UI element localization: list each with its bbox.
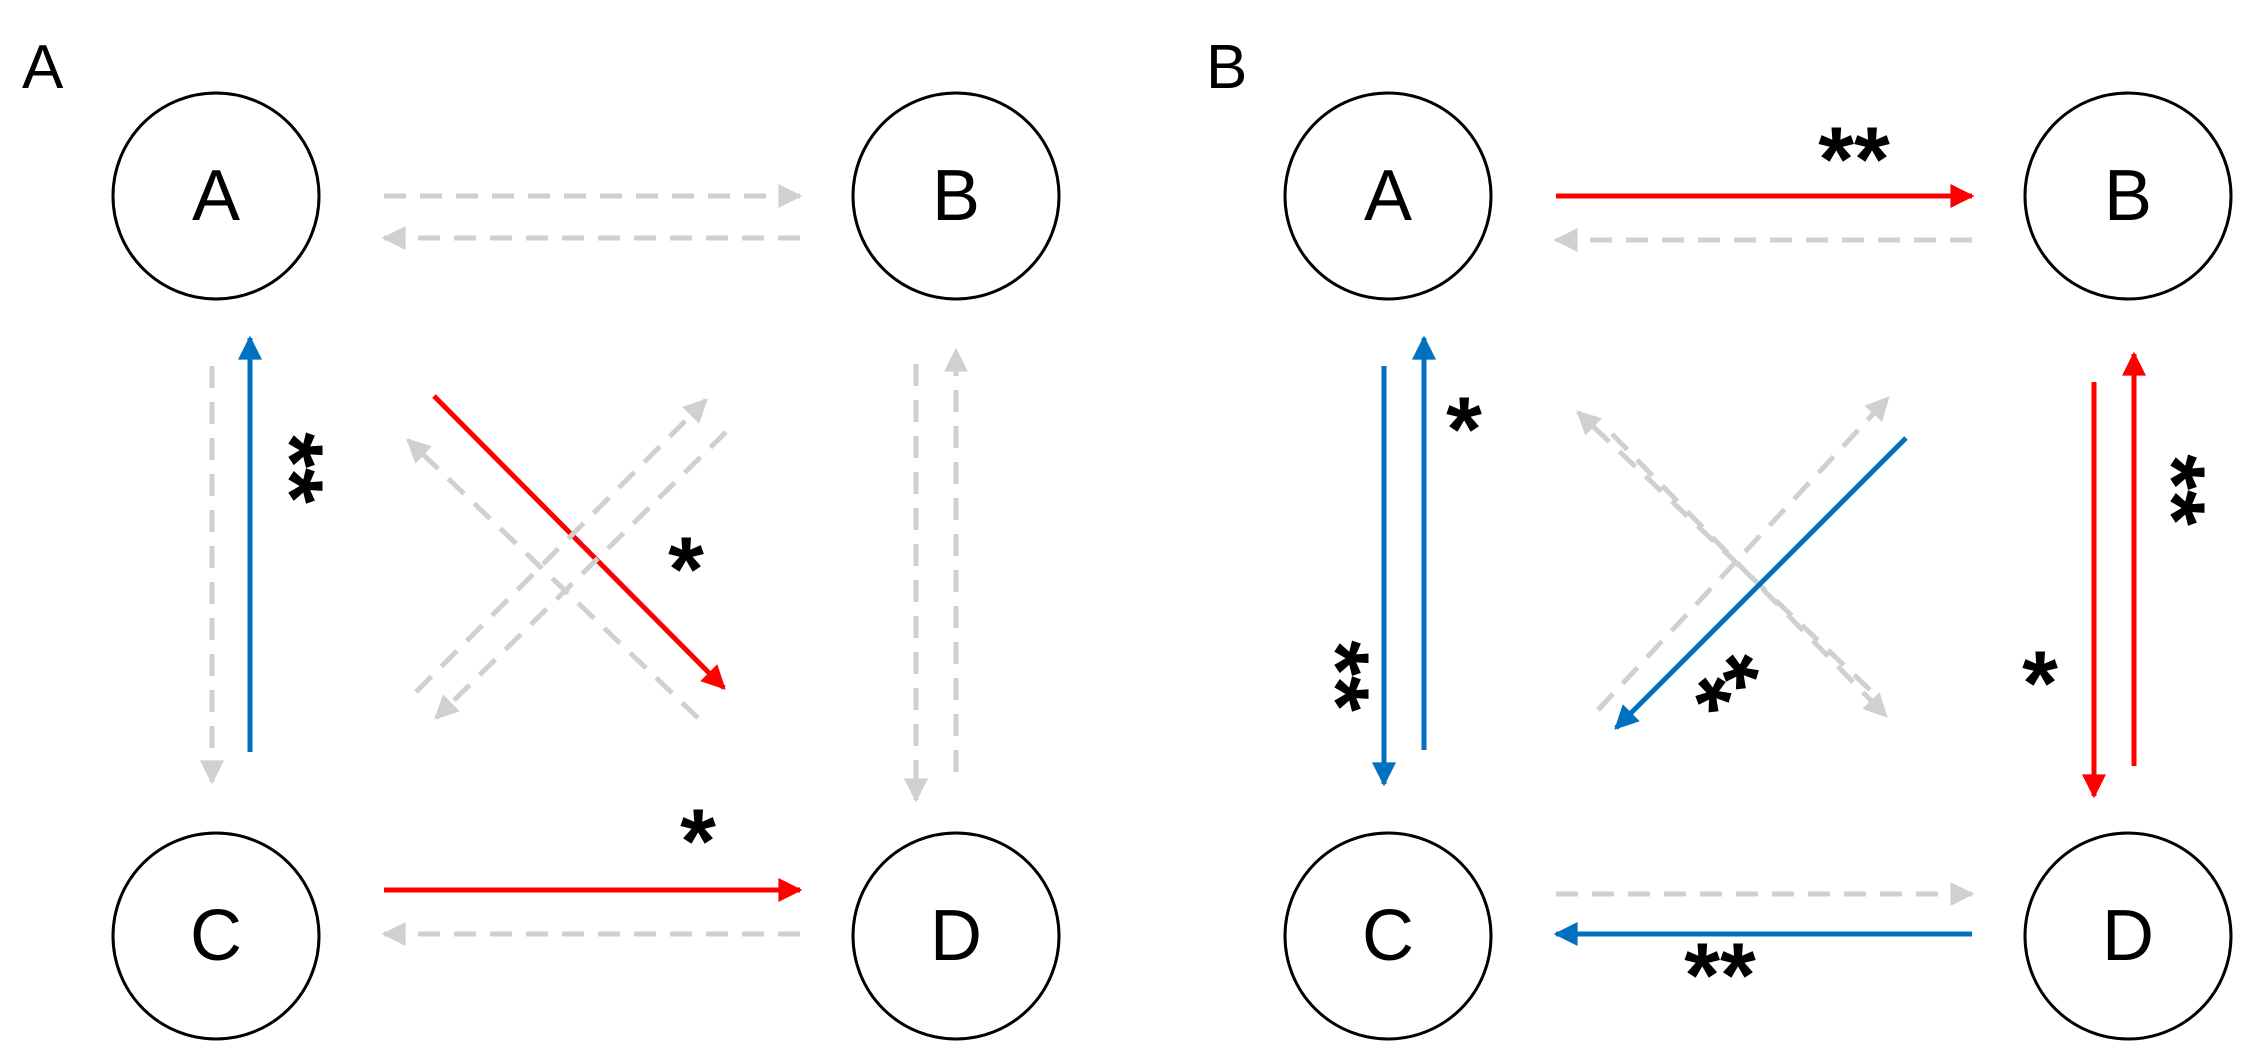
- edge-b-to-c: [434, 430, 728, 720]
- significance-label: **: [1818, 109, 1890, 211]
- node-b: B: [2023, 91, 2233, 301]
- panel-label: A: [22, 33, 64, 102]
- node-d: D: [851, 831, 1061, 1041]
- edge-a-to-d: [432, 394, 726, 690]
- significance-label: **: [239, 432, 341, 504]
- significance-label: **: [2121, 454, 2223, 526]
- node-label: C: [1362, 896, 1414, 976]
- panel-b-edges: ************: [1285, 109, 2223, 1027]
- panel-a: A **** A B C D: [22, 33, 1061, 1041]
- edge-d-to-a: [1576, 410, 1872, 692]
- significance-label: **: [1285, 640, 1387, 712]
- significance-label: **: [1684, 925, 1756, 1027]
- edge-b-to-c: [1614, 436, 1908, 730]
- node-label: D: [2102, 896, 2154, 976]
- significance-label: *: [668, 519, 704, 621]
- node-b: B: [851, 91, 1061, 301]
- node-c: C: [111, 831, 321, 1041]
- edge-a-to-d: [1610, 432, 1888, 718]
- panel-label: B: [1206, 33, 1247, 102]
- significance-label: *: [680, 791, 716, 893]
- edge-d-to-a: [406, 438, 700, 720]
- edge-c-to-b: [414, 398, 708, 694]
- node-label: A: [1364, 156, 1412, 236]
- panel-b: B ************ A B C D: [1206, 33, 2233, 1041]
- node-label: B: [932, 156, 980, 236]
- node-label: B: [2104, 156, 2152, 236]
- panel-a-edges: ****: [200, 184, 968, 946]
- node-c: C: [1283, 831, 1493, 1041]
- node-d: D: [2023, 831, 2233, 1041]
- node-label: A: [192, 156, 240, 236]
- significance-label: *: [2022, 633, 2058, 735]
- node-label: C: [190, 896, 242, 976]
- node-a: A: [111, 91, 321, 301]
- node-label: D: [930, 896, 982, 976]
- significance-label: *: [1446, 379, 1482, 481]
- node-a: A: [1283, 91, 1493, 301]
